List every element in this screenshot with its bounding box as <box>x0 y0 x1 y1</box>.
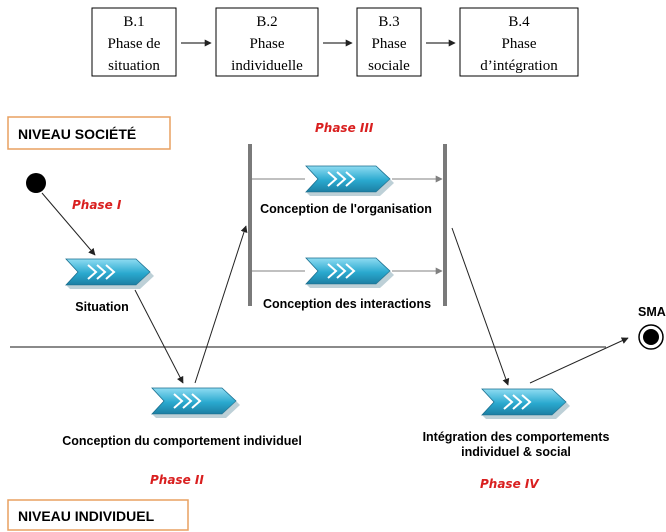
top-box-b4-number: B.4 <box>508 14 530 30</box>
situation-chevron-icon <box>65 258 155 290</box>
level-society-label: NIVEAU SOCIÉTÉ <box>18 126 136 142</box>
node-integration-label-line1: Intégration des comportements <box>423 430 610 444</box>
node-organisation-label: Conception de l'organisation <box>260 202 432 216</box>
level-society-box: NIVEAU SOCIÉTÉ <box>7 116 171 150</box>
arrow-situation-to-individual <box>134 289 184 384</box>
top-box-b2-line1: Phase <box>250 36 285 52</box>
top-box-b4-line2: d’intégration <box>480 58 558 74</box>
top-box-b1: B.1 Phase de situation <box>91 7 177 77</box>
node-integration-label-line2: individuel & social <box>461 445 571 459</box>
interactions-chevron-icon <box>305 257 395 289</box>
level-individual-label: NIVEAU INDIVIDUEL <box>18 508 155 524</box>
top-box-b2-line2: individuelle <box>231 58 303 74</box>
top-box-b3-line2: sociale <box>368 58 410 74</box>
node-situation-label: Situation <box>75 300 128 314</box>
arrow-integration-to-end <box>529 337 629 384</box>
top-box-b3-line1: Phase <box>372 36 407 52</box>
top-box-b1-number: B.1 <box>123 14 144 30</box>
phase-4-label: Phase IV <box>480 477 540 491</box>
start-node <box>26 173 46 193</box>
node-individual-behavior-label: Conception du comportement individuel <box>62 434 302 448</box>
phase-2-label: Phase II <box>150 473 204 487</box>
end-node-dot <box>643 329 659 345</box>
organisation-chevron-icon <box>305 165 395 197</box>
top-box-b2-number: B.2 <box>256 14 277 30</box>
social-phase-left-bar <box>248 144 252 306</box>
end-node-label: SMA <box>638 305 666 319</box>
phase-1-label: Phase I <box>72 198 122 212</box>
top-box-b3-number: B.3 <box>378 14 399 30</box>
social-phase-right-bar <box>443 144 447 306</box>
top-box-b4-line1: Phase <box>502 36 537 52</box>
top-box-b4: B.4 Phase d’intégration <box>459 7 579 77</box>
phase-3-label: Phase III <box>315 121 374 135</box>
top-box-b3: B.3 Phase sociale <box>356 7 422 77</box>
arrow-start-to-situation <box>41 192 96 256</box>
arrow-individual-to-social <box>194 225 248 384</box>
level-individual-box: NIVEAU INDIVIDUEL <box>7 499 189 531</box>
arrow-social-to-integration <box>451 227 510 386</box>
top-box-b1-line2: situation <box>108 58 160 74</box>
node-interactions-label: Conception des interactions <box>263 297 431 311</box>
top-box-b2: B.2 Phase individuelle <box>215 7 319 77</box>
top-box-b1-line1: Phase de <box>108 36 161 52</box>
individual-behavior-chevron-icon <box>151 387 241 419</box>
integration-chevron-icon <box>481 388 571 420</box>
